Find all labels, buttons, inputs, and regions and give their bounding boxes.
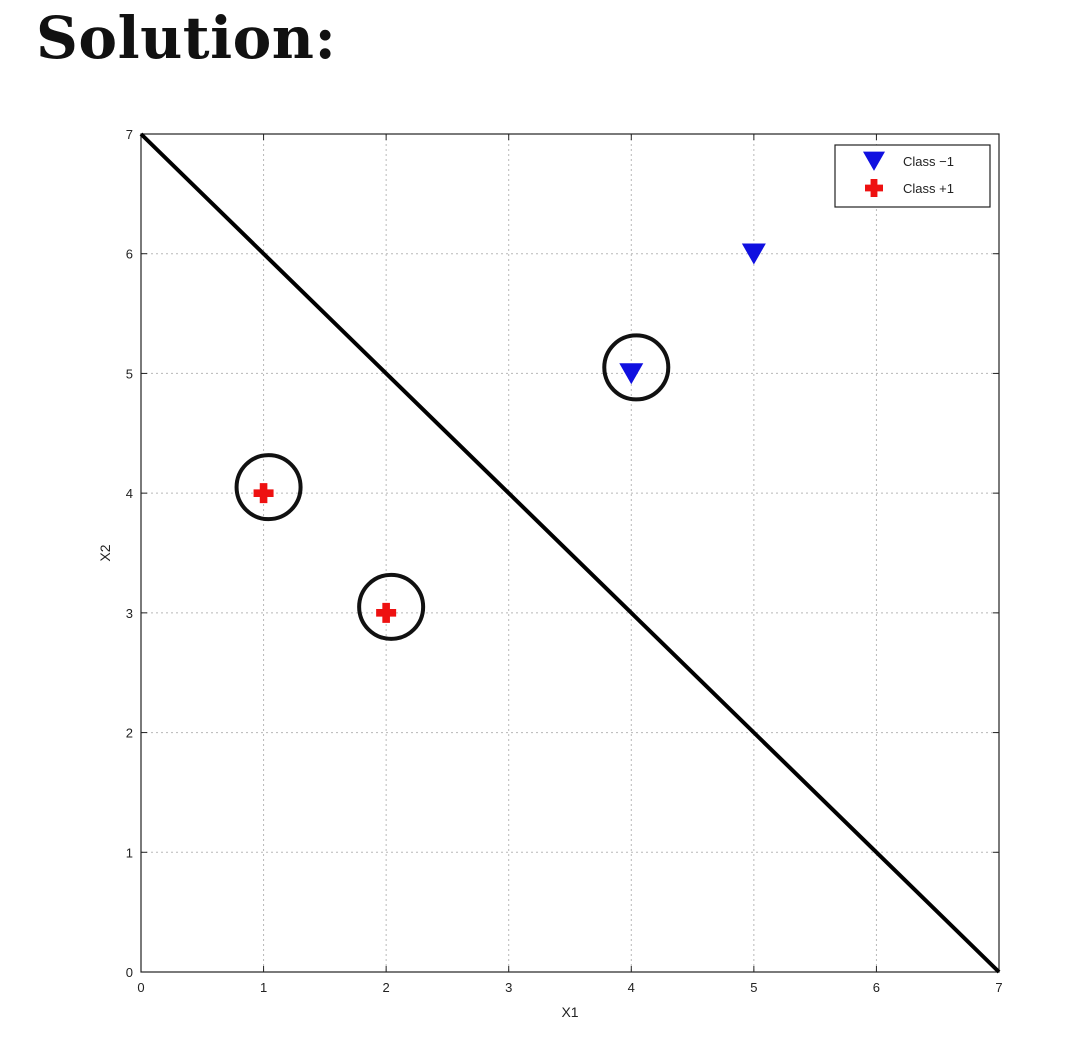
support-vector-circle	[357, 572, 426, 641]
y-tick-label: 2	[126, 726, 133, 741]
separating-hyperplane-line	[139, 132, 1001, 974]
axes: 0 1 2 3 4 5 6 7 0 1 2 3 4 5 6 7X1 X2	[97, 127, 1003, 1020]
x-tick-label: 6	[873, 980, 880, 995]
y-axis-label: X2	[97, 544, 113, 561]
x-tick-label: 5	[750, 980, 757, 995]
legend-marker	[865, 179, 883, 197]
y-tick-label: 7	[126, 127, 133, 142]
y-tick-label: 1	[126, 845, 133, 860]
x-tick-label: 7	[995, 980, 1002, 995]
grid	[141, 134, 999, 972]
x-tick-label: 3	[505, 980, 512, 995]
support-vector-circle	[234, 453, 303, 522]
legend-label: Class +1	[903, 181, 954, 196]
page-title: Solution:	[36, 4, 337, 72]
y-tick-label: 4	[126, 486, 133, 501]
y-tick-label: 5	[126, 366, 133, 381]
legend-box	[834, 144, 991, 208]
y-tick-label: 0	[126, 965, 133, 980]
support-vector-circles	[234, 333, 671, 641]
x-tick-label: 4	[628, 980, 635, 995]
class-minus1-point	[741, 243, 766, 265]
plot-frame	[140, 133, 1000, 973]
x-tick-label: 2	[383, 980, 390, 995]
legend-marker	[863, 151, 885, 171]
x-axis-label: X1	[561, 1004, 578, 1020]
data-points	[253, 243, 766, 623]
legend-label: Class −1	[903, 154, 954, 169]
x-tick-label: 0	[137, 980, 144, 995]
x-tick-label: 1	[260, 980, 267, 995]
y-tick-label: 3	[126, 606, 133, 621]
legend: Class −1 Class +1	[834, 144, 991, 208]
class-minus1-point	[619, 363, 644, 385]
y-tick-label: 6	[126, 247, 133, 262]
class-plus1-point	[376, 602, 397, 623]
support-vector-circle	[602, 333, 671, 402]
class-plus1-point	[253, 483, 274, 504]
separating-line-layer	[139, 132, 1001, 974]
